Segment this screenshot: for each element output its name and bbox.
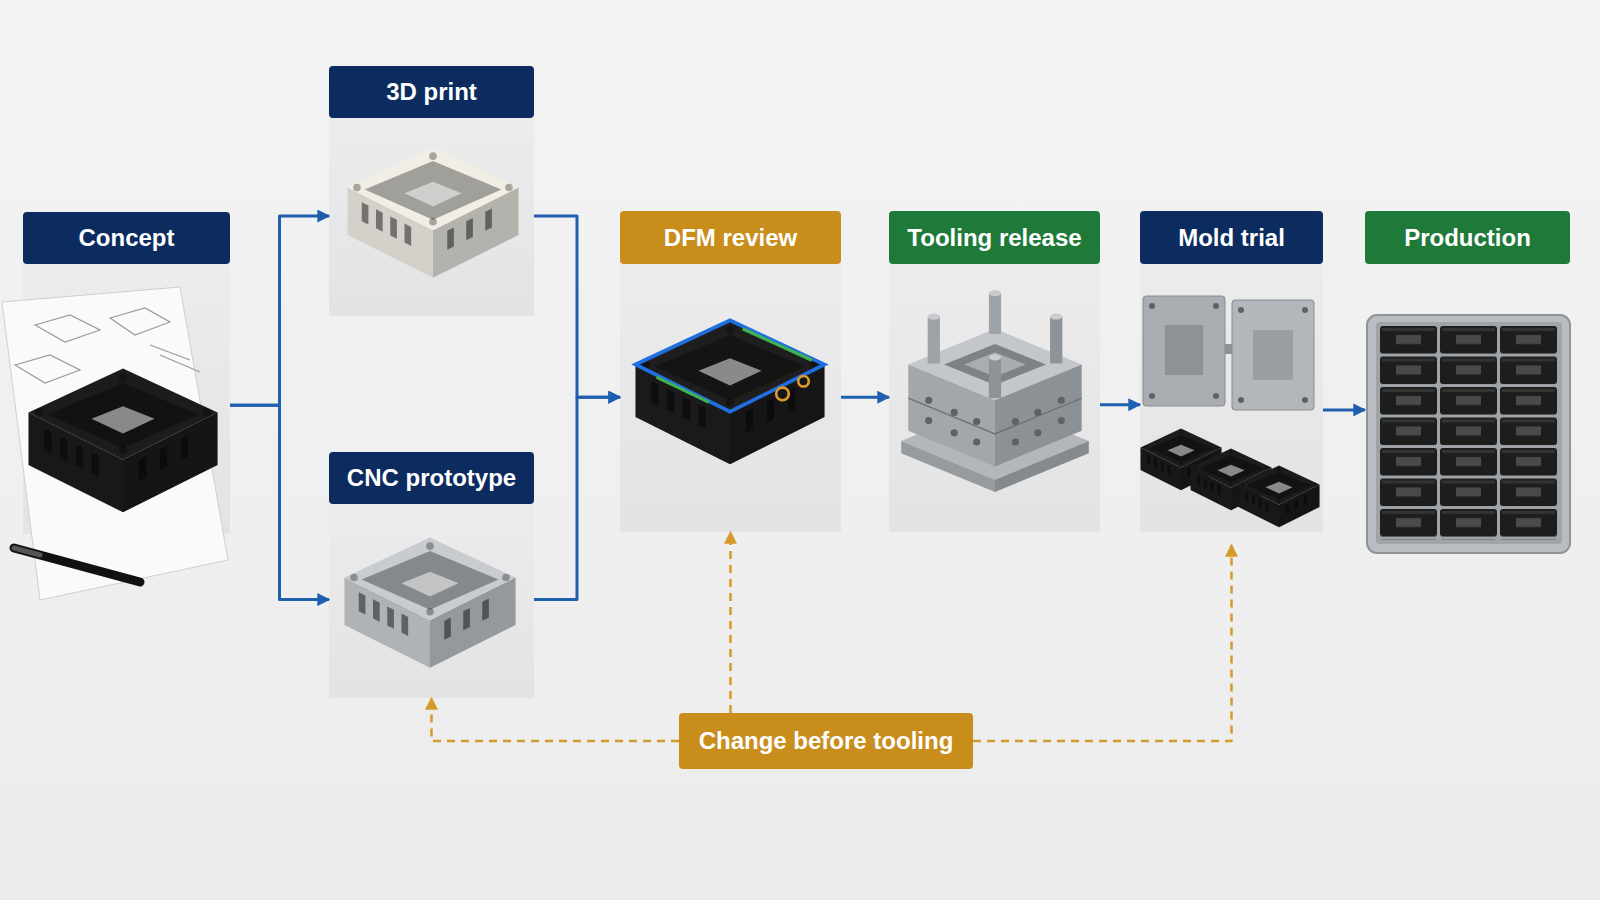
- flow-arrow: [534, 397, 620, 599]
- stage-label: Production: [1365, 211, 1570, 264]
- flow-arrow: [1323, 408, 1365, 411]
- stage-label: 3D print: [329, 66, 534, 118]
- stage-card: Concept: [23, 212, 230, 534]
- flow-arrow: [230, 216, 329, 405]
- feedback-arrow: [432, 698, 680, 741]
- stage-label: CNC prototype: [329, 452, 534, 504]
- milestone-card: Production: [1365, 211, 1570, 554]
- stage-label: DFM review: [620, 211, 841, 264]
- feedback-arrow: [973, 545, 1232, 741]
- stage-title: Tooling release: [907, 224, 1081, 252]
- stage-card: Mold trial: [1140, 211, 1323, 545]
- stage-label: Mold trial: [1140, 211, 1323, 264]
- flow-arrow: [841, 396, 889, 399]
- stage-title: 3D print: [386, 78, 477, 106]
- stage-card: 3D print: [329, 66, 534, 316]
- flow-arrow: [1100, 403, 1140, 406]
- review-card: DFM review: [620, 211, 841, 532]
- feedback-box: Change before tooling: [679, 713, 973, 769]
- stage-label: Change before tooling: [679, 713, 973, 769]
- stage-title: Production: [1404, 224, 1531, 252]
- feedback-arrow: [729, 532, 732, 713]
- milestone-card: Tooling release: [889, 211, 1100, 532]
- stage-title: Mold trial: [1178, 224, 1285, 252]
- stage-title: DFM review: [664, 224, 797, 252]
- stage-title: Change before tooling: [699, 727, 954, 755]
- stage-title: CNC prototype: [347, 464, 516, 492]
- stage-title: Concept: [79, 224, 175, 252]
- stage-label: Tooling release: [889, 211, 1100, 264]
- flow-arrow: [534, 216, 620, 397]
- flow-arrow: [230, 405, 329, 599]
- stage-label: Concept: [23, 212, 230, 264]
- stage-card: CNC prototype: [329, 452, 534, 698]
